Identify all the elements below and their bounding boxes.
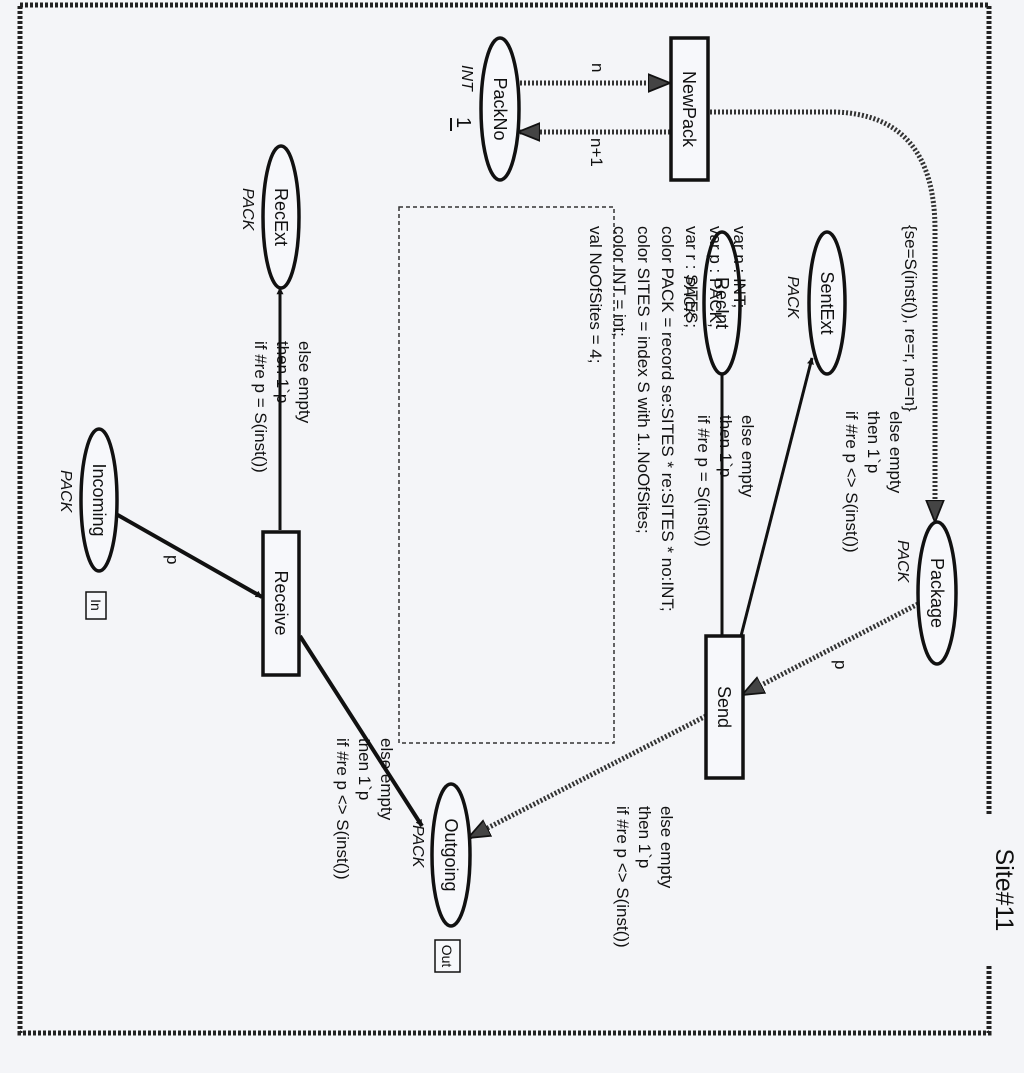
place-recint[interactable]: RecInt <box>702 230 742 376</box>
arc-package-to-send <box>744 601 920 697</box>
place-sentext-label: SentExt <box>817 271 837 334</box>
page-title: Site#11 <box>990 849 1018 932</box>
title-gap <box>968 815 1012 965</box>
transition-receive-label: Receive <box>271 570 291 635</box>
place-outgoing-label: Outgoing <box>441 818 461 891</box>
place-recext[interactable]: RecExt <box>261 144 301 290</box>
place-recext-type: PACK <box>239 188 256 232</box>
page-frame <box>17 2 992 1036</box>
arc-label-send-sentext: if #re p <> S(inst()) then 1`p else empt… <box>842 411 905 557</box>
arc-label-newpack-package: {se=S(inst()), re=r, no=n} <box>901 225 920 412</box>
place-sentext[interactable]: SentExt <box>807 230 847 376</box>
arc-label-incoming-receive: p <box>163 555 182 564</box>
declarations-box <box>398 206 615 744</box>
declaration-line: color INT = int; <box>610 226 629 337</box>
place-outgoing-type: PACK <box>409 825 426 869</box>
transition-newpack[interactable]: NewPack <box>669 36 710 182</box>
arc-label-send-recint: if #re p = S(inst()) then 1`p else empty <box>694 415 757 552</box>
declaration-line: var r : SITES; <box>682 226 701 328</box>
place-recext-label: RecExt <box>271 188 291 246</box>
place-package[interactable]: Package <box>916 520 958 666</box>
arc-receive-to-outgoing <box>298 634 424 828</box>
port-tag-out: Out <box>434 939 461 973</box>
place-incoming-label: Incoming <box>89 463 109 536</box>
arc-label-package-send: p <box>831 660 850 669</box>
arc-label-send-outgoing: if #re p <> S(inst()) then 1`p else empt… <box>613 806 676 952</box>
arc-label-receive-outgoing: if #re p <> S(inst()) then 1`p else empt… <box>333 738 396 884</box>
place-packno[interactable]: PackNo <box>479 36 521 182</box>
arc-label-n-plus-1: n+1 <box>587 138 606 167</box>
place-incoming[interactable]: Incoming <box>79 427 119 573</box>
declaration-line: color SITES = index S with 1..NoOfSites; <box>634 226 653 534</box>
place-package-type: PACK <box>894 540 911 584</box>
arc-send-to-outgoing <box>470 713 708 840</box>
transition-receive[interactable]: Receive <box>261 530 301 677</box>
place-recint-label: RecInt <box>712 277 732 329</box>
transition-send[interactable]: Send <box>704 634 745 780</box>
declaration-line: color PACK = record se:SITES * re:SITES … <box>658 226 677 612</box>
place-packno-type: INT <box>458 65 475 92</box>
declaration-line: val NoOfSites = 4; <box>586 226 605 363</box>
transition-send-label: Send <box>714 686 734 728</box>
arc-label-receive-recext: if #re p = S(inst()) then 1`p else empty <box>251 341 314 478</box>
declaration-line: var p : PACK; <box>706 226 725 328</box>
arc-newpack-to-package <box>710 109 935 520</box>
transition-newpack-label: NewPack <box>679 71 699 148</box>
arc-send-to-sentext <box>739 357 814 637</box>
place-packno-label: PackNo <box>490 77 510 140</box>
place-packno-marking: 1 <box>452 117 474 128</box>
port-tag-in-label: In <box>88 599 104 611</box>
place-package-label: Package <box>927 558 947 628</box>
port-tag-out-label: Out <box>439 945 455 968</box>
place-recint-type: PACK <box>680 276 697 320</box>
place-outgoing[interactable]: Outgoing <box>430 782 472 928</box>
declaration-line: var n : INT; <box>730 226 749 308</box>
declarations-text: val NoOfSites = 4; color INT = int; colo… <box>586 226 749 616</box>
port-tag-in: In <box>85 591 107 620</box>
place-incoming-type: PACK <box>57 470 74 514</box>
place-sentext-type: PACK <box>784 276 801 320</box>
arc-incoming-to-receive <box>115 512 263 599</box>
arc-label-n: n <box>588 63 607 72</box>
